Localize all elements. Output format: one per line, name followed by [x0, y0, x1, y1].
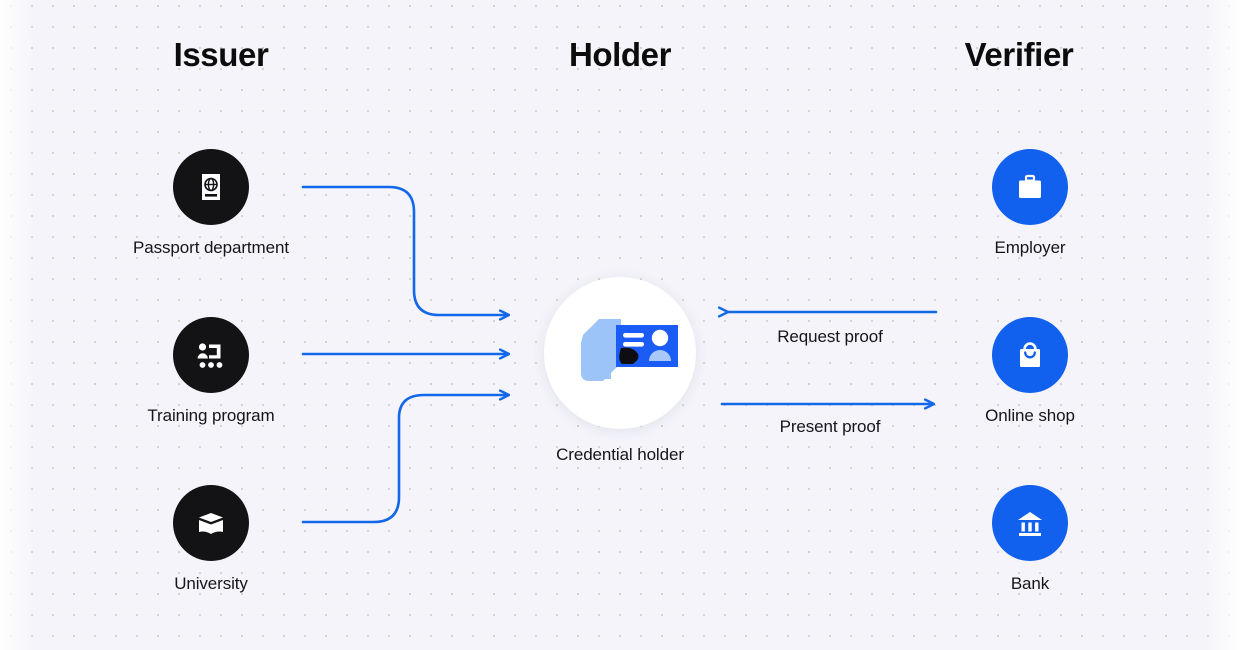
- node-passport-department[interactable]: Passport department: [81, 149, 341, 258]
- column-title-holder: Holder: [568, 36, 672, 73]
- bank-disc: [992, 485, 1068, 561]
- employer-disc: [992, 149, 1068, 225]
- training-presentation-icon: [197, 343, 223, 368]
- university-label: University: [174, 574, 248, 593]
- wire-passport-to-holder: [301, 185, 508, 315]
- column-title-issuer: Issuer: [173, 36, 269, 73]
- online-shop-label: Online shop: [985, 406, 1075, 425]
- flow-label-present-proof: Present proof: [779, 417, 881, 436]
- university-disc: [173, 485, 249, 561]
- shopping-bag-icon: [1020, 342, 1040, 367]
- node-credential-holder[interactable]: Credential holder: [490, 277, 750, 465]
- node-bank[interactable]: Bank: [900, 485, 1160, 594]
- node-university[interactable]: University: [81, 485, 341, 594]
- credential-holder-disc: [544, 277, 696, 429]
- flow-label-request-proof: Request proof: [777, 327, 883, 346]
- wire-university-to-holder: [301, 395, 508, 524]
- hand-holding-id-card-icon: [581, 319, 678, 381]
- column-title-verifier: Verifier: [964, 36, 1074, 73]
- training-program-label: Training program: [147, 406, 275, 425]
- node-employer[interactable]: Employer: [900, 149, 1160, 258]
- passport-icon: [202, 174, 220, 200]
- passport-department-disc: [173, 149, 249, 225]
- briefcase-icon: [1019, 174, 1041, 198]
- open-book-icon: [199, 513, 223, 534]
- node-training-program[interactable]: Training program: [81, 317, 341, 426]
- bank-label: Bank: [1010, 574, 1050, 593]
- passport-department-label: Passport department: [133, 238, 289, 257]
- bank-building-icon: [1018, 512, 1042, 536]
- node-online-shop[interactable]: Online shop: [900, 317, 1160, 426]
- credential-holder-label: Credential holder: [556, 445, 684, 464]
- online-shop-disc: [992, 317, 1068, 393]
- training-program-disc: [173, 317, 249, 393]
- employer-label: Employer: [994, 238, 1066, 257]
